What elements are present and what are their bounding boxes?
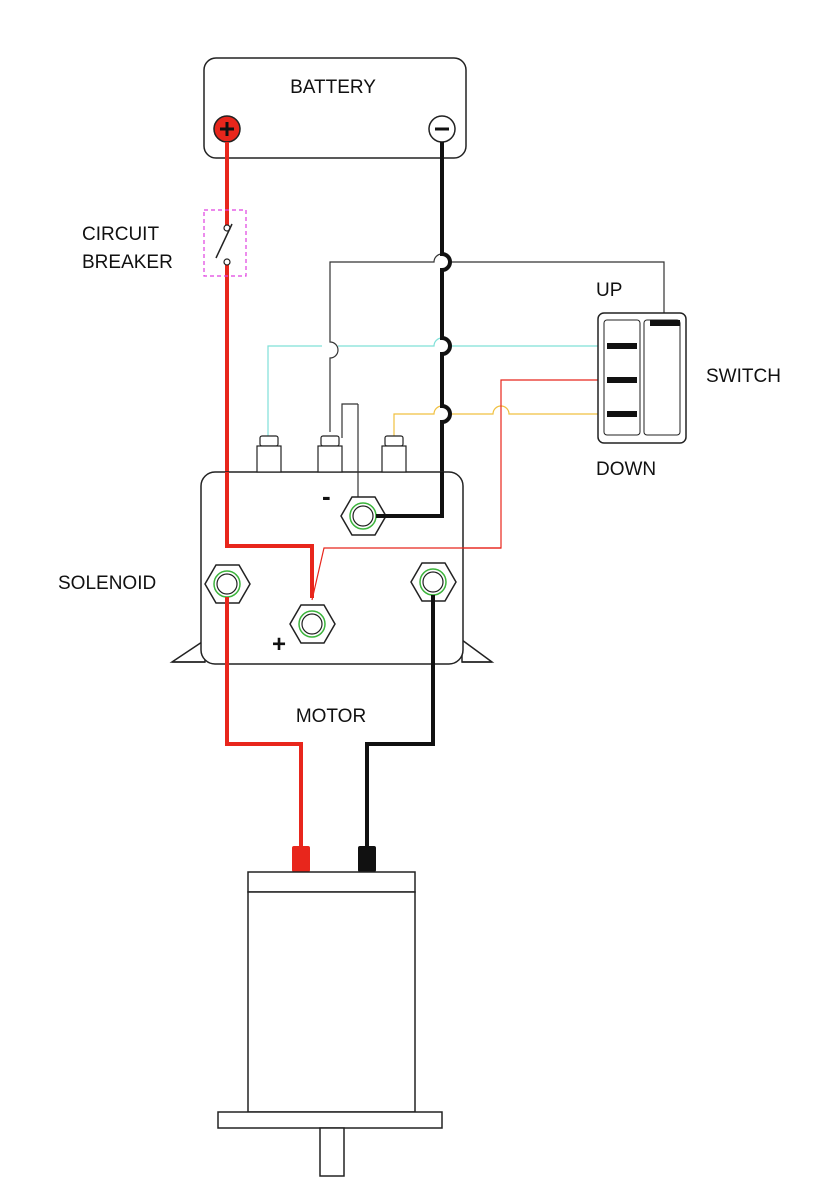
motor-negative-terminal	[358, 846, 376, 872]
rocker-switch	[597, 312, 687, 444]
solenoid-label: SOLENOID	[58, 573, 156, 594]
motor: MOTOR	[217, 706, 443, 1177]
motor-negative-cable	[365, 595, 435, 846]
motor-shaft	[319, 1127, 345, 1177]
solenoid-left-stud	[204, 564, 251, 604]
battery-label: BATTERY	[290, 77, 376, 98]
circuit-breaker	[203, 209, 247, 277]
circuit-breaker-label-line2: BREAKER	[82, 252, 173, 273]
solenoid-minus-symbol: -	[322, 481, 331, 511]
switch-up-label: UP	[596, 280, 622, 301]
battery: BATTERY	[203, 57, 467, 159]
solenoid-negative-stud	[340, 496, 387, 536]
solenoid-right-stud	[410, 562, 457, 602]
motor-positive-terminal	[292, 846, 310, 872]
negative-cable	[364, 142, 452, 518]
switch-down-terminal	[607, 411, 637, 417]
motor-label: MOTOR	[296, 706, 366, 727]
solenoid: - +	[169, 404, 495, 665]
circuit-breaker-label-line1: CIRCUIT	[82, 224, 159, 245]
switch-up-terminal	[607, 343, 637, 349]
solenoid-spade-terminal-up	[256, 435, 282, 473]
motor-positive-cable	[225, 597, 303, 846]
battery-negative-terminal	[428, 115, 456, 143]
switch-common-terminal	[607, 377, 637, 383]
solenoid-plus-symbol: +	[272, 631, 286, 658]
switch-label: SWITCH	[706, 366, 781, 387]
up-wire	[267, 337, 608, 436]
solenoid-spade-terminal-common	[317, 435, 343, 473]
solenoid-spade-terminal-down	[381, 435, 407, 473]
switch-down-label: DOWN	[596, 459, 656, 480]
battery-positive-terminal	[213, 115, 241, 143]
solenoid-positive-stud	[289, 604, 336, 644]
